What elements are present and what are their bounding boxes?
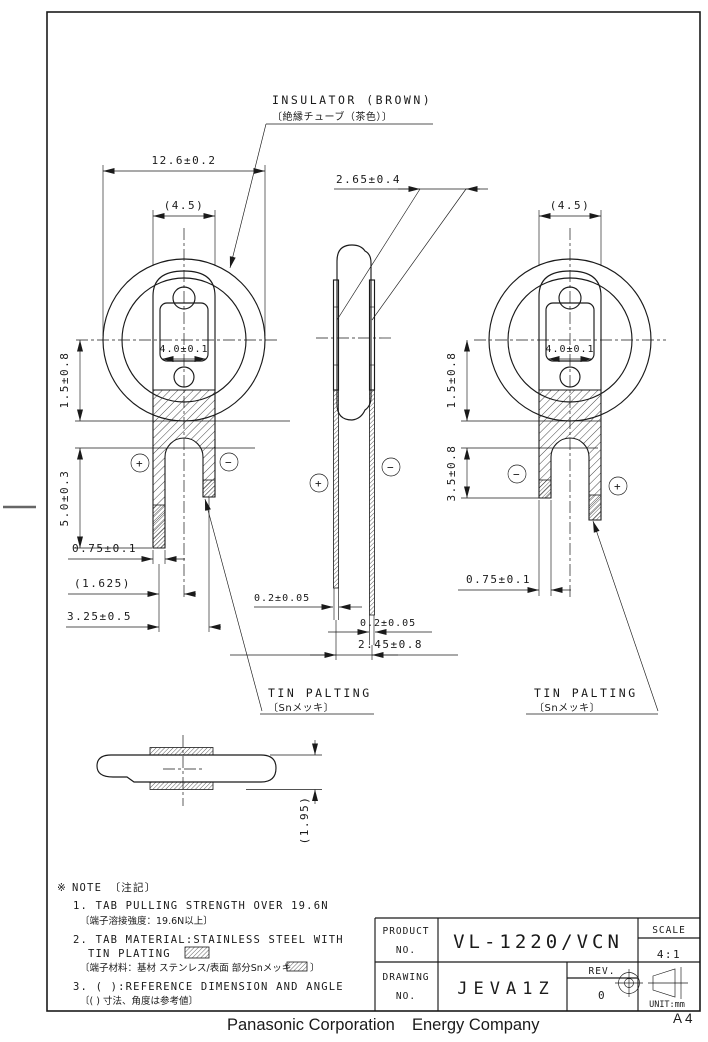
back-tab-hole-top: [558, 286, 582, 310]
scale-label: SCALE: [652, 925, 686, 936]
side-body-outline: [336, 244, 372, 421]
product-number: VL-1220/VCN: [453, 931, 623, 953]
tin-plating-label-jp: 〔Snメッキ〕: [268, 702, 334, 714]
front-tab-hole-bottom: [173, 366, 195, 388]
note-title: NOTE 〔注記〕: [72, 881, 156, 894]
note-item1-jp: 〔端子溶接強度：19.6N以上〕: [80, 915, 213, 927]
plus-symbol: +: [315, 477, 323, 490]
dim-leg-width: 0.75±0.1: [72, 542, 137, 555]
minus-symbol: −: [513, 468, 521, 481]
title-block: PRODUCT NO. VL-1220/VCN SCALE 4:1 DRAWIN…: [374, 917, 700, 1011]
front-tab-hole-top: [172, 286, 196, 310]
back-right-leg-plated: [588, 494, 602, 521]
projection-symbol-icon: [615, 967, 688, 999]
back-left-leg-plated: [538, 479, 552, 499]
side-left-tab: [332, 279, 340, 391]
scale-value: 4:1: [657, 948, 681, 961]
front-polarity: + −: [130, 452, 239, 473]
company-name-1: Panasonic Corporation: [227, 1016, 395, 1034]
dim-leg-pitch: 3.25±0.5: [67, 610, 132, 623]
minus-symbol: −: [387, 461, 395, 474]
front-left-leg-plated: [152, 504, 166, 549]
dim-window-width: 4.0±0.1: [545, 344, 594, 355]
side-polarity: + −: [309, 457, 401, 493]
dim-tab-width-ref: (4.5): [164, 199, 205, 212]
product-label-1: PRODUCT: [382, 926, 429, 937]
back-tab-outline: [538, 270, 602, 390]
insulator-callout: INSULATOR (BROWN) 〔絶縁チューブ（茶色）〕: [229, 93, 433, 269]
tin-plating-label-en: TIN PALTING: [268, 686, 372, 700]
dim-leg-half-pitch: (1.625): [74, 577, 131, 590]
insulator-leader: [229, 123, 267, 269]
front-right-leg-plated: [202, 479, 216, 498]
dim-thickness-ref: (1.95): [298, 796, 311, 845]
note-item2-jp: 〔端子材料：基材 ステンレス/表面 部分Snメッキ: [80, 962, 291, 974]
dim-leg-length: 3.5±0.8: [445, 445, 458, 502]
drawing-number: JEVA1Z: [457, 979, 554, 999]
bottom-view: (1.95): [96, 735, 322, 845]
front-view: + − 12.6±0.2 (4.5) 4.0±0.1 1.5±0.8 5.0±0…: [58, 154, 290, 632]
drawing-label-1: DRAWING: [382, 972, 429, 983]
dim-tab-width-ref: (4.5): [550, 199, 591, 212]
rev-value: 0: [598, 989, 606, 1002]
company-name-2: Energy Company: [412, 1016, 540, 1034]
drawing-label-2: NO.: [396, 991, 416, 1002]
plus-symbol: +: [136, 457, 144, 470]
tin-plating-label-en: TIN PALTING: [534, 686, 638, 700]
tin-plating-callout-right: TIN PALTING 〔Snメッキ〕: [526, 520, 659, 715]
side-left-tab-plated: [333, 389, 339, 589]
minus-symbol: −: [225, 456, 233, 469]
dim-insulator-offset: 1.5±0.8: [445, 352, 458, 409]
note-hatch-swatch-2: [286, 961, 308, 972]
note-item3-jp: 〔( ) 寸法、角度は参考値〕: [80, 995, 198, 1007]
footer: Panasonic Corporation Energy Company A 4: [227, 1011, 693, 1034]
note-item2-en: 2. TAB MATERIAL:STAINLESS STEEL WITH: [73, 934, 344, 946]
back-view: − + (4.5) 4.0±0.1 1.5±0.8 3.5±0.8 0.75±0…: [445, 199, 666, 600]
dim-tab-thickness-neg: 0.2±0.05: [254, 593, 310, 604]
note-item2-jp-close: 〕: [310, 962, 320, 974]
tin-plating-label-jp: 〔Snメッキ〕: [534, 702, 600, 714]
dim-tab-thickness-pos: 0.2±0.05: [360, 618, 416, 629]
unit-label: UNIT:mm: [649, 1000, 685, 1010]
back-tab-hatched: [538, 389, 602, 521]
product-label-2: NO.: [396, 945, 416, 956]
front-tab-outline: [152, 270, 216, 390]
bottom-tab-bottom: [149, 781, 214, 790]
bottom-tab-top: [149, 747, 214, 756]
dim-leg-length: 5.0±0.3: [58, 470, 71, 527]
side-right-tab-plated: [369, 389, 375, 616]
side-right-tab: [368, 279, 376, 391]
sheet-size-label: A 4: [673, 1011, 693, 1026]
dim-overall-span: 2.45±0.8: [358, 638, 423, 651]
back-polarity: − +: [507, 464, 628, 496]
side-view: + − 2.65±0.4 0.2±0.05 0.2±0.05 2.45±0.8: [230, 173, 488, 660]
insulator-label-en: INSULATOR (BROWN): [272, 93, 432, 107]
insulator-label-jp: 〔絶縁チューブ（茶色）〕: [272, 110, 392, 123]
plus-symbol: +: [614, 480, 622, 493]
note-item3-en: 3. ( ):REFERENCE DIMENSION AND ANGLE: [73, 981, 344, 993]
dim-tab-gap: 2.65±0.4: [336, 173, 401, 186]
note-item1-en: 1. TAB PULLING STRENGTH OVER 19.6N: [73, 900, 329, 912]
sheet-border: [46, 11, 701, 1012]
front-tab-hatched: [152, 389, 216, 549]
dim-window-width: 4.0±0.1: [159, 344, 208, 355]
note-marker: ※: [57, 882, 67, 894]
back-tab-hole-bottom: [559, 366, 581, 388]
dim-overall-dia: 12.6±0.2: [152, 154, 217, 167]
bottom-body-outline: [96, 754, 277, 783]
rev-label: REV.: [589, 966, 616, 977]
note-hatch-swatch-1: [184, 946, 210, 959]
front-tab-window: [159, 302, 209, 362]
dim-insulator-offset: 1.5±0.8: [58, 352, 71, 409]
tin-plating-callout-left: TIN PALTING 〔Snメッキ〕: [204, 498, 374, 715]
dim-leg-width: 0.75±0.1: [466, 573, 531, 586]
note-item2-en2: TIN PLATING: [88, 948, 171, 960]
notes: ※ NOTE 〔注記〕 1. TAB PULLING STRENGTH OVER…: [57, 881, 344, 1007]
back-tab-window: [545, 302, 595, 362]
